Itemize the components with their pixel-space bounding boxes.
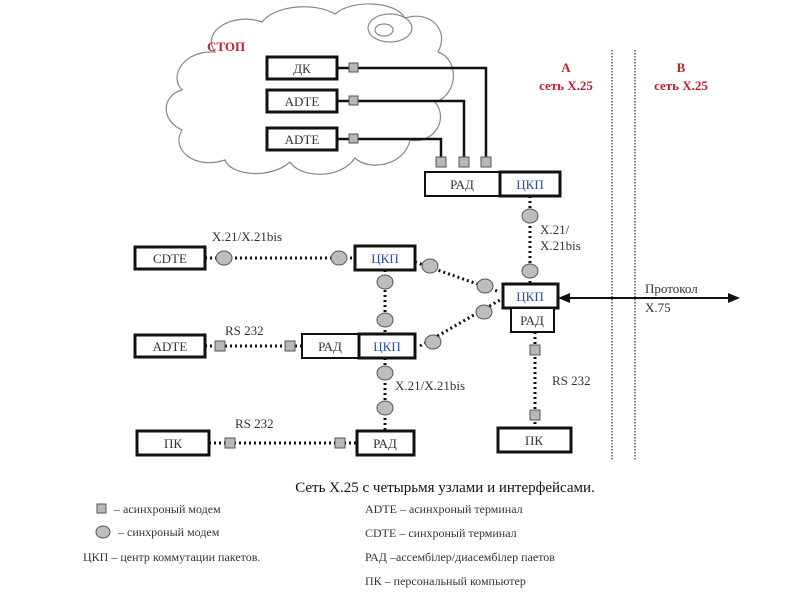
sync-modem-icon (376, 400, 394, 416)
async-modem-icon (214, 340, 226, 352)
node-ckp-mid: ЦКП (357, 332, 417, 360)
square-modem-icon (96, 503, 107, 514)
legend-item: ADTE – асинхроный терминал (365, 502, 523, 516)
link-label-x21-top-1: X.21/ (540, 222, 570, 237)
sync-modem-icon (521, 208, 539, 224)
sync-modem-icon (476, 278, 494, 294)
sync-modem-icon (330, 250, 348, 266)
link-label-x21-top-2: X.21bis (540, 238, 581, 253)
arrow-left-icon (558, 293, 570, 303)
link-label-rs232-pk: RS 232 (235, 416, 274, 431)
svg-text:РАД: РАД (450, 177, 474, 192)
svg-text:РАД: РАД (373, 436, 397, 451)
network-b-name: сеть X.25 (654, 78, 708, 93)
async-modem-icon (529, 344, 541, 356)
svg-text:ЦКП: ЦКП (516, 177, 543, 192)
svg-text:ЦКП: ЦКП (516, 289, 543, 304)
svg-text:ADTE: ADTE (285, 94, 320, 109)
node-ckp-center: ЦКП (501, 282, 560, 310)
node-cdte: CDTE (133, 245, 207, 271)
node-ckp-left: ЦКП (353, 244, 417, 272)
network-a-letter: A (561, 60, 571, 75)
sync-modem-icon (424, 334, 442, 350)
sync-modem-icon (421, 258, 439, 274)
svg-text:ДК: ДК (293, 61, 311, 76)
arrow-right-icon (728, 293, 740, 303)
svg-text:ПК: ПК (525, 433, 543, 448)
circle-modem-icon (95, 525, 111, 539)
svg-text:ПК: ПК (164, 436, 182, 451)
legend-right: ADTE – асинхроный терминал CDTE – синхро… (365, 502, 555, 588)
node-adte-3: ADTE (133, 333, 207, 359)
async-modem-icon (348, 133, 359, 144)
cloud-swirl-icon (367, 13, 413, 43)
legend-item: ПК – персональный компьютер (365, 574, 526, 588)
node-pk-right: ПК (496, 426, 573, 454)
legend-item: ЦКП – центр коммутации пакетов. (83, 550, 260, 564)
async-modem-icon (348, 95, 359, 106)
link-adte2-rad (337, 137, 443, 160)
link-label-rs232-adte: RS 232 (225, 323, 264, 338)
sync-modem-icon (215, 250, 233, 266)
node-rad-bottom: РАД (355, 429, 416, 457)
sync-modem-icon (376, 312, 394, 328)
legend-item: – асинхроный модем (113, 502, 221, 516)
sync-modem-icon (521, 263, 539, 279)
sync-modem-icon (376, 365, 394, 381)
async-modem-icon (284, 340, 296, 352)
sync-modem-icon (475, 304, 493, 320)
node-adte-2: ADTE (265, 126, 339, 152)
node-rad-top: РАД (424, 171, 501, 197)
legend-left: – асинхроный модем – синхроный модем ЦКП… (83, 502, 260, 564)
link-label-rs232-right: RS 232 (552, 373, 591, 388)
link-x75-protocol (558, 293, 740, 303)
legend-item: РАД –ассембілер/диасембілер паетов (365, 550, 555, 564)
svg-text:ЦКП: ЦКП (371, 251, 398, 266)
legend-item: – синхроный модем (117, 525, 220, 539)
node-rad-mid: РАД (301, 333, 360, 359)
svg-text:РАД: РАД (318, 339, 342, 354)
node-dk: ДК (265, 55, 339, 81)
sync-modem-icon (376, 274, 394, 290)
async-modem-icon (348, 62, 359, 73)
node-rad-center: РАД (510, 307, 555, 333)
node-pk-left: ПК (135, 429, 211, 457)
svg-text:ADTE: ADTE (153, 339, 188, 354)
async-modem-icon (435, 156, 447, 168)
async-modem-icon (224, 437, 236, 449)
svg-text:ADTE: ADTE (285, 132, 320, 147)
diagram-caption: Сеть X.25 с четырьмя узлами и интерфейса… (295, 480, 595, 496)
cloud-label: СТОП (207, 39, 245, 54)
async-modem-icon (458, 156, 470, 168)
link-adte1-rad (337, 99, 466, 160)
network-a-name: сеть X.25 (539, 78, 593, 93)
link-dk-rad (337, 66, 488, 160)
node-adte-1: ADTE (265, 88, 339, 114)
link-label-x21-cdte: X.21/X.21bis (212, 229, 282, 244)
protocol-label-1: Протокол (645, 281, 698, 296)
async-modem-icon (334, 437, 346, 449)
node-ckp-top: ЦКП (498, 170, 562, 198)
legend-item: CDTE – синхроный терминал (365, 526, 517, 540)
protocol-label-2: X.75 (645, 300, 671, 315)
async-modem-icon (480, 156, 492, 168)
async-modem-icon (529, 409, 541, 421)
svg-text:ЦКП: ЦКП (373, 339, 400, 354)
link-label-x21-bottom: X.21/X.21bis (395, 378, 465, 393)
svg-text:РАД: РАД (520, 313, 544, 328)
network-b-letter: B (677, 60, 686, 75)
svg-text:CDTE: CDTE (153, 251, 187, 266)
